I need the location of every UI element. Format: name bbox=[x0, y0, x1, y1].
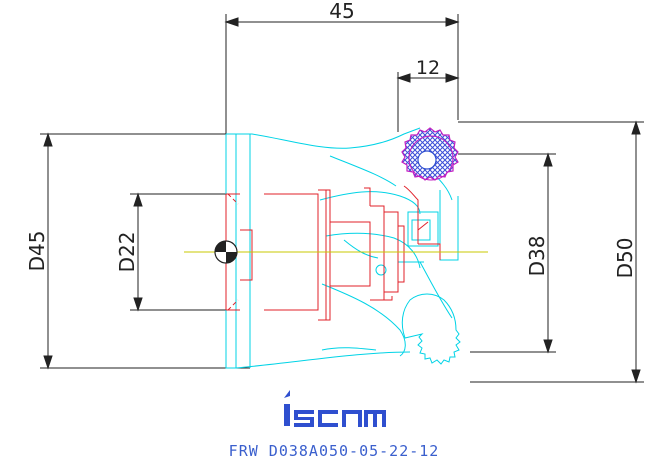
overall-length-label: 45 bbox=[329, 0, 354, 23]
drive-key-symbol bbox=[214, 240, 238, 264]
insert-length-label: 12 bbox=[416, 57, 440, 79]
dimension-lines bbox=[40, 14, 644, 384]
max-diameter-label: D50 bbox=[613, 238, 637, 279]
part-number: FRW D038A050-05-22-12 bbox=[229, 442, 440, 460]
hidden-lines bbox=[227, 193, 239, 311]
iscar-logo: iscar bbox=[284, 390, 386, 427]
round-insert bbox=[401, 127, 459, 181]
cutting-diameter-label: D38 bbox=[525, 236, 549, 277]
bore-diameter-label: D22 bbox=[115, 232, 139, 273]
logo-wordmark: iscar bbox=[336, 396, 339, 399]
shank-diameter-label: D45 bbox=[25, 231, 49, 272]
lower-insert-outline bbox=[401, 293, 461, 365]
internal-section-lines bbox=[225, 185, 441, 321]
